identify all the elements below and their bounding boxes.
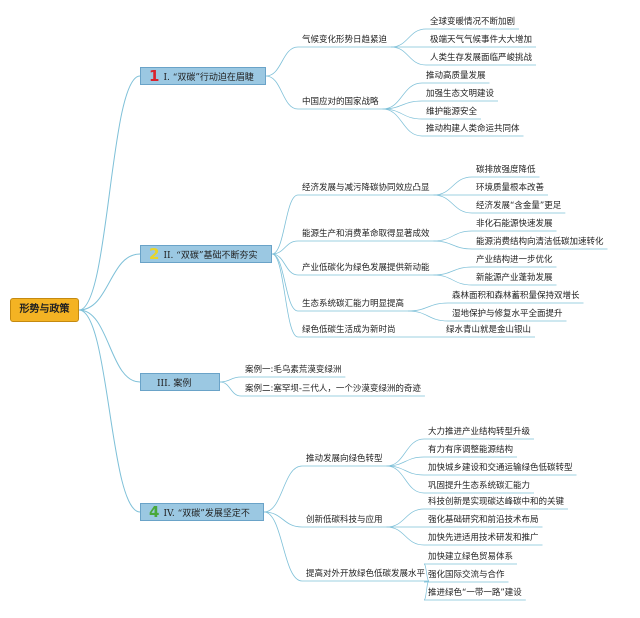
connector-root-section	[78, 253, 141, 311]
leaf-node: 大力推进产业结构转型升级	[428, 427, 531, 437]
connector-topic-leaf	[423, 580, 430, 601]
leaf-node: 加快先进适用技术研发和推广	[428, 533, 539, 543]
leaf-node: 推动高质量发展	[426, 71, 486, 81]
connector-topic-leaf	[391, 46, 427, 66]
connector-section-topic	[265, 75, 299, 110]
connector-root-section	[78, 309, 141, 513]
topic-node: 气候变化形势日趋紧迫	[302, 35, 388, 45]
connector-topic-leaf	[382, 108, 423, 120]
leaf-node: 加快建立绿色贸易体系	[428, 552, 514, 562]
topic-node: 生态系统碳汇能力明显提高	[302, 299, 405, 309]
connector-root-section	[78, 75, 141, 311]
topic-node: 中国应对的国家战略	[302, 97, 379, 107]
connector-section-topic	[271, 253, 299, 338]
connector-topic-leaf	[386, 438, 425, 467]
section-label: I. “双碳”行动迫在眉睫	[163, 72, 254, 83]
topic-node: 经济发展与减污降碳协同效应凸显	[302, 183, 430, 193]
leaf-node: 非化石能源快速发展	[476, 219, 553, 229]
connector-topic-leaf	[386, 465, 425, 476]
leaf-node: 产业结构进一步优化	[476, 255, 553, 265]
connector-topic-leaf	[433, 240, 473, 250]
leaf-node: 推进绿色“一带一路”建设	[428, 588, 522, 598]
leaf-node: 有力有序调整能源结构	[428, 445, 514, 455]
topic-node: 推动发展向绿色转型	[306, 454, 383, 464]
connector-section-topic	[219, 376, 242, 383]
section-number: 1	[149, 67, 160, 85]
section-label: IV. “双碳”发展坚定不	[163, 508, 250, 519]
leaf-node: 新能源产业蓬勃发展	[476, 273, 553, 283]
connector-topic-leaf	[382, 82, 423, 110]
connector-topic-leaf	[433, 230, 473, 242]
leaf-node: 森林面积和森林蓄积量保持双增长	[452, 291, 580, 301]
topic-node: 产业低碳化为绿色发展提供新动能	[302, 263, 430, 273]
connector-topic-leaf	[433, 266, 473, 276]
section-label: III. 案例	[157, 378, 192, 389]
topic-node: 案例二:塞罕坝-三代人，一个沙漠变绿洲的奇迹	[245, 384, 421, 394]
connector-topic-leaf	[382, 108, 423, 137]
connector-topic-leaf	[408, 310, 449, 322]
section-node: III. 案例	[140, 373, 220, 391]
connector-topic-leaf	[423, 563, 430, 582]
leaf-node: 加快城乡建设和交通运输绿色低碳转型	[428, 463, 573, 473]
connector-topic-leaf	[433, 176, 473, 196]
leaf-node: 推动构建人类命运共同体	[426, 124, 520, 134]
connector-section-topic	[263, 465, 303, 513]
connector-topic-leaf	[382, 100, 423, 110]
topic-node: 能源生产和消费革命取得显著成效	[302, 229, 430, 239]
leaf-node: 碳排放强度降低	[476, 165, 536, 175]
connector-topic-leaf	[433, 274, 473, 286]
topic-node: 绿色低碳生活成为新时尚	[302, 325, 396, 335]
connector-section-topic	[271, 253, 299, 312]
leaf-node: 湿地保护与修复水平全面提升	[452, 309, 563, 319]
section-label: II. “双碳”基础不断夯实	[163, 250, 258, 261]
connector-section-topic	[263, 511, 303, 528]
leaf-node: 能源消费结构向清洁低碳加速转化	[476, 237, 604, 247]
connector-topic-leaf	[386, 465, 425, 494]
connector-root-section	[78, 309, 141, 383]
connector-topic-leaf	[433, 194, 473, 214]
connector-section-topic	[271, 240, 299, 255]
section-number: 2	[149, 245, 160, 263]
section-number: 4	[149, 503, 160, 521]
connector-topic-leaf	[391, 28, 427, 48]
connector-section-topic	[265, 46, 299, 77]
topic-node: 创新低碳科技与应用	[306, 515, 383, 525]
topic-node: 案例一:毛乌素荒漠变绿洲	[245, 365, 342, 375]
leaf-node: 巩固提升生态系统碳汇能力	[428, 481, 531, 491]
leaf-node: 人类生存发展面临严峻挑战	[430, 53, 533, 63]
connector-topic-leaf	[386, 456, 425, 467]
topic-node: 提高对外开放绿色低碳发展水平	[306, 569, 426, 579]
root-node: 形势与政策	[10, 298, 79, 322]
leaf-node: 维护能源安全	[426, 107, 478, 117]
leaf-node: 环境质量根本改善	[476, 183, 545, 193]
connector-section-topic	[271, 194, 299, 255]
leaf-node: 极端天气气候事件大大增加	[430, 35, 533, 45]
leaf-node: 绿水青山就是金山银山	[446, 325, 532, 335]
leaf-node: 经济发展“含金量”更足	[476, 201, 562, 211]
leaf-node: 加强生态文明建设	[426, 89, 495, 99]
leaf-node: 强化国际交流与合作	[428, 570, 505, 580]
connector-section-topic	[263, 511, 303, 582]
connector-topic-leaf	[386, 508, 425, 528]
connector-topic-leaf	[408, 302, 449, 312]
connector-topic-leaf	[386, 526, 425, 546]
leaf-node: 强化基础研究和前沿技术布局	[428, 515, 539, 525]
leaf-node: 全球变暖情况不断加剧	[430, 17, 516, 27]
leaf-node: 科技创新是实现碳达峰碳中和的关键	[428, 497, 565, 507]
connector-section-topic	[219, 381, 242, 397]
